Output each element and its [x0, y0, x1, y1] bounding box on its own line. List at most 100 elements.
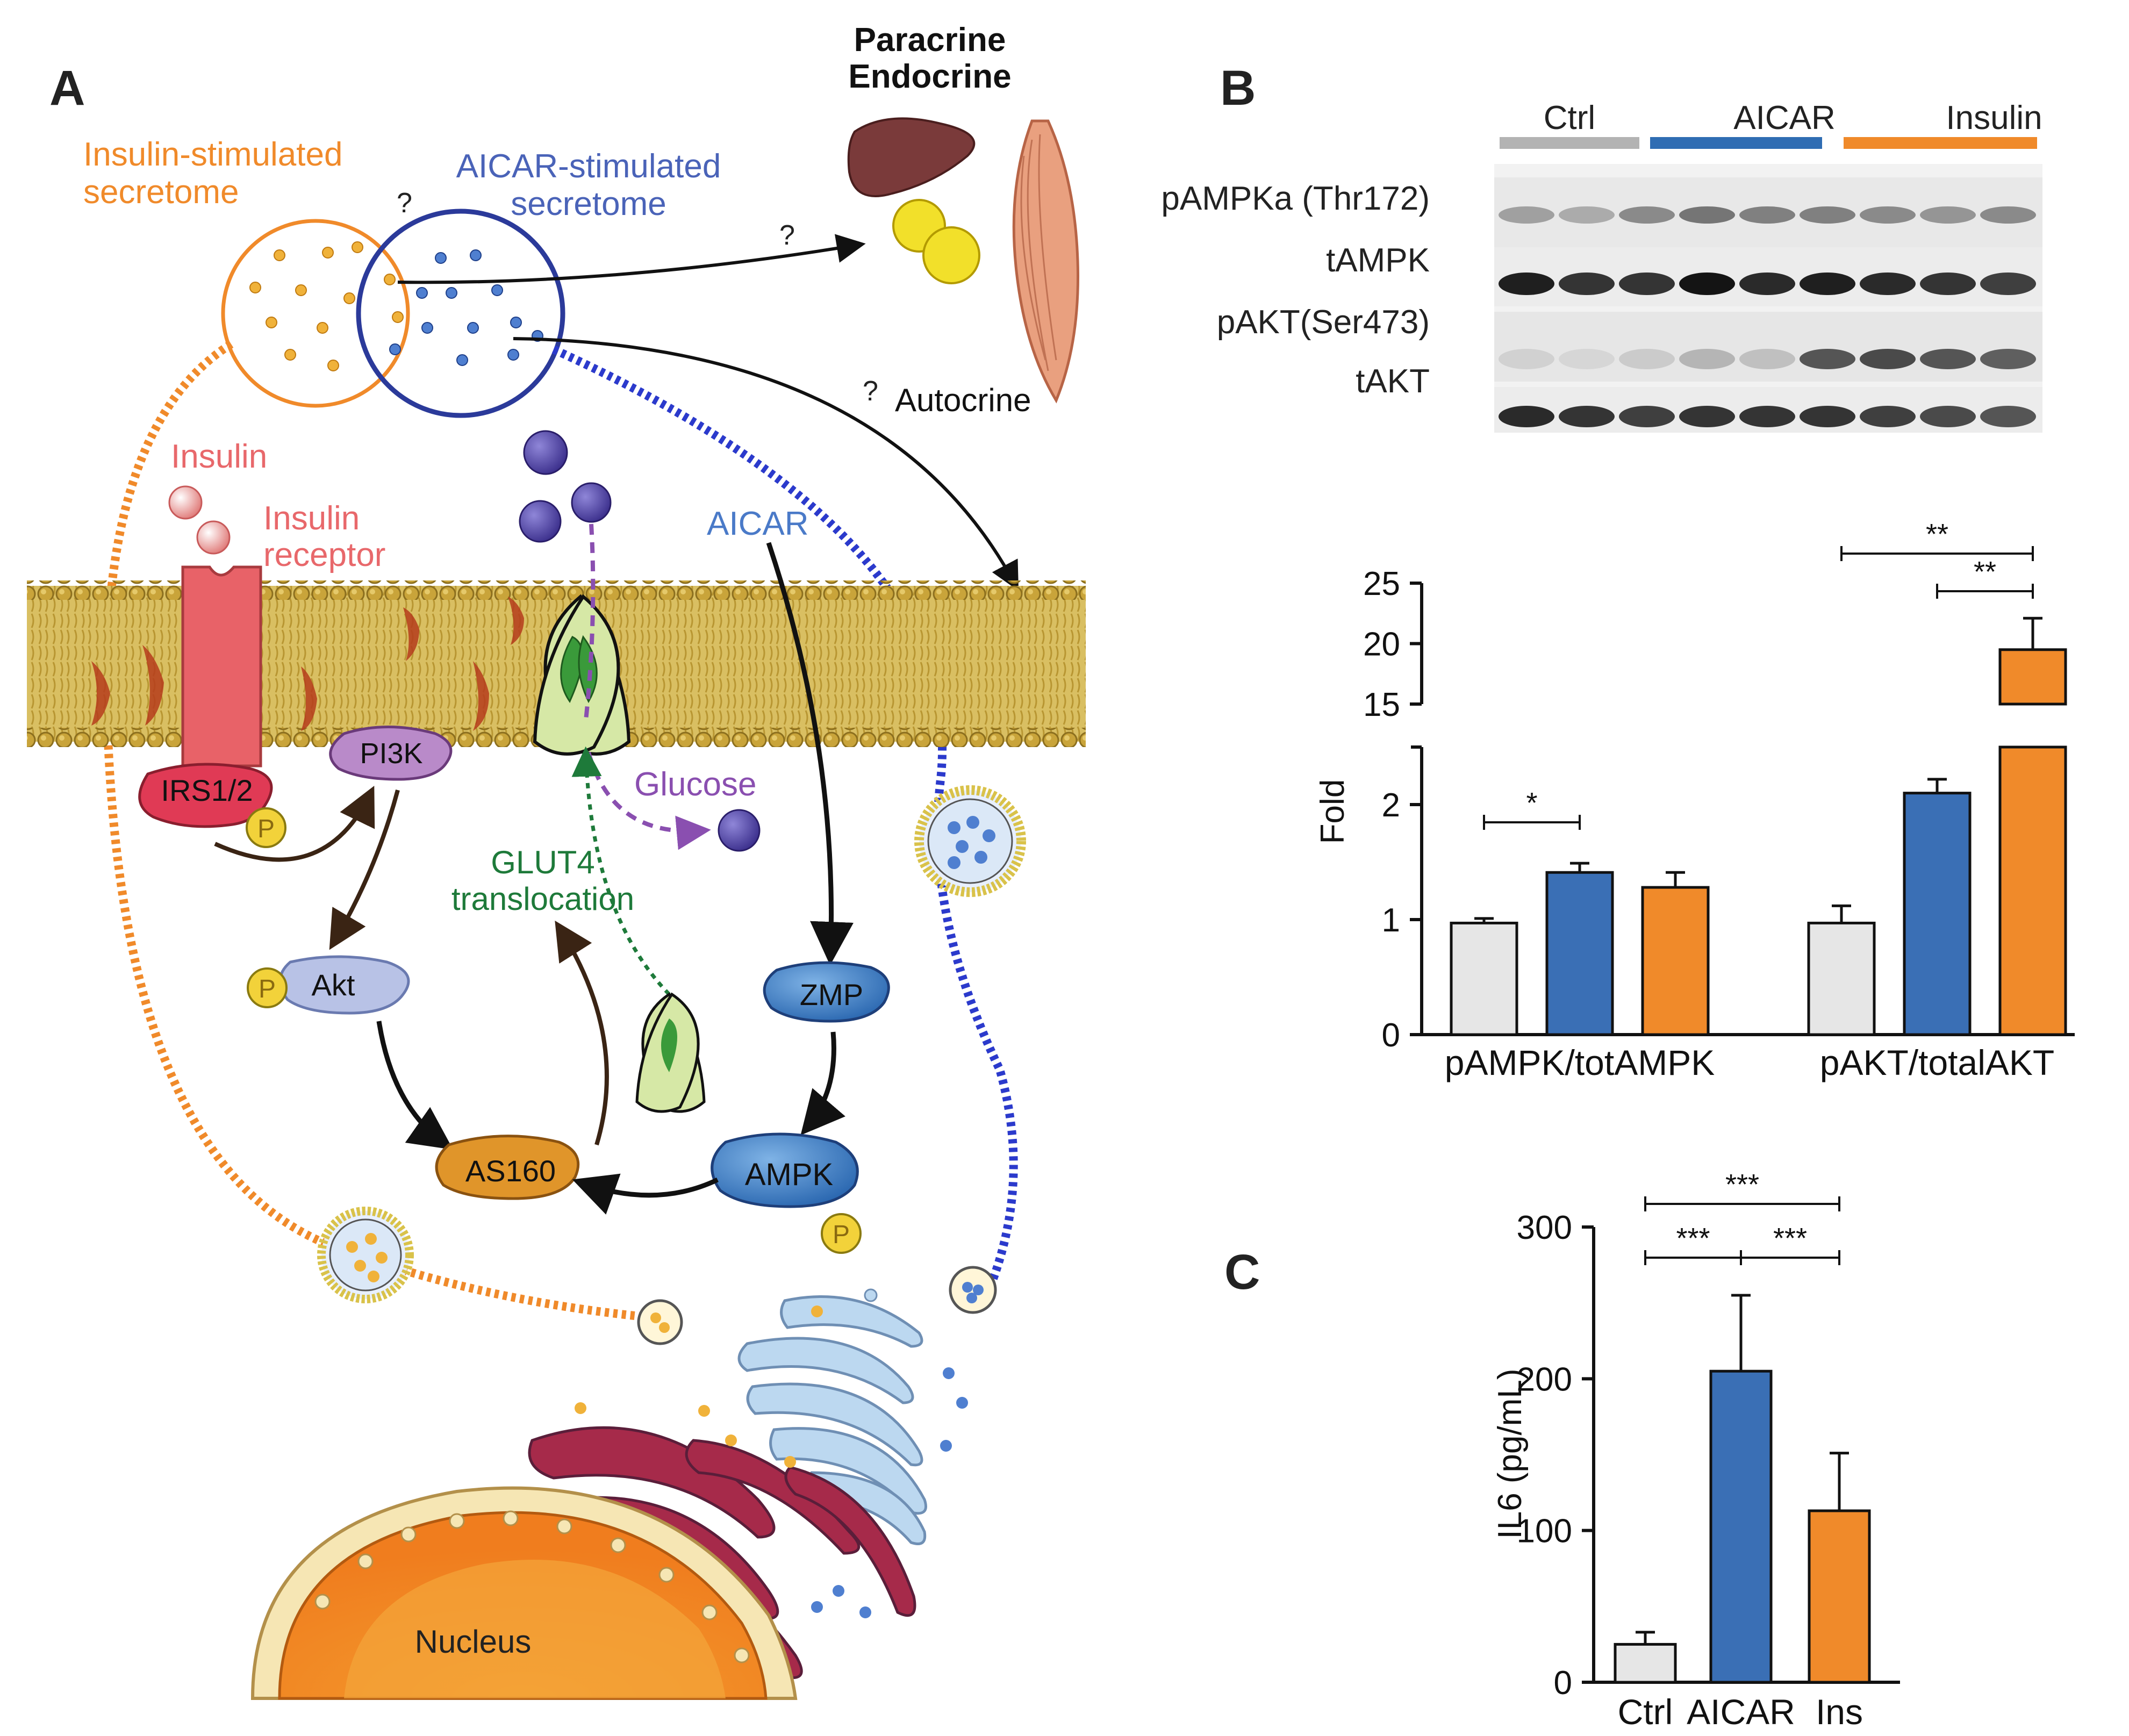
- irs-phospho-label: P: [257, 815, 275, 843]
- panel-b-label: B: [1220, 61, 1256, 116]
- wb-band: [1559, 206, 1615, 224]
- bar: [1614, 1642, 1677, 1684]
- akt-phospho: [247, 967, 288, 1008]
- question-mark-paracrine: ?: [779, 220, 795, 251]
- wb-band: [1739, 206, 1795, 224]
- wb-group-bar: [1650, 137, 1822, 149]
- insulin-molecule-2: [196, 520, 231, 555]
- panel-a-label: A: [49, 61, 85, 116]
- wb-band: [1739, 349, 1795, 369]
- wb-row-label: tAMPK: [1326, 242, 1430, 279]
- bar: [1807, 921, 1876, 1036]
- wb-band: [1800, 272, 1855, 295]
- akt-to-as160-arrow: [376, 1021, 454, 1150]
- question-mark-autocrine: ?: [863, 376, 878, 407]
- paracrine-line2: Endocrine: [848, 58, 1011, 95]
- x-category-label: Ins: [1816, 1692, 1863, 1732]
- significance-label: **: [1926, 518, 1948, 550]
- glut4-vesicle-icon: [635, 992, 706, 1113]
- panel-c: C: [1224, 1245, 1260, 1300]
- insulin-secretome-line1: Insulin-stimulated: [83, 136, 342, 173]
- glucose-label: Glucose: [634, 766, 756, 803]
- orange-vesicle-small: [637, 1299, 683, 1345]
- wb-group-bar: [1500, 137, 1639, 149]
- wb-band: [1619, 406, 1675, 427]
- aicar-secretome-line2: secretome: [511, 185, 666, 223]
- glucose-entry-path: [584, 523, 596, 721]
- pi3k-protein: [329, 726, 453, 781]
- wb-group-label: AICAR: [1733, 99, 1835, 137]
- nucleus-label: Nucleus: [415, 1624, 532, 1660]
- glut4-translocation-arrow: [571, 746, 671, 996]
- significance-label: *: [1526, 787, 1537, 819]
- wb-group-label: Insulin: [1946, 99, 2042, 137]
- autocrine-label: Autocrine: [895, 382, 1031, 418]
- insulin-molecule-1: [168, 485, 203, 520]
- akt-phospho-label: P: [259, 975, 276, 1003]
- pi3k-to-akt-arrow: [329, 789, 400, 950]
- pi3k-label: PI3K: [360, 737, 422, 770]
- x-category-label: pAKT/totalAKT: [1820, 1043, 2055, 1082]
- ampk-to-as160-arrow: [572, 1173, 719, 1215]
- muscle-icon: [1012, 119, 1079, 404]
- wb-band: [1559, 272, 1615, 295]
- wb-band: [1679, 206, 1735, 224]
- wb-band: [1920, 406, 1976, 427]
- y-tick-label: 0: [1554, 1665, 1572, 1702]
- irs-phospho: [246, 807, 286, 848]
- zmp-protein: [763, 961, 890, 1023]
- as160-protein: [435, 1135, 580, 1200]
- as160-to-glut4-arrow: [555, 920, 609, 1146]
- golgi-vesicles: [811, 1288, 968, 1452]
- wb-band: [1980, 349, 2036, 369]
- glut4-line1: GLUT4: [491, 844, 594, 880]
- y-axis-label: IL6 (pg/mL): [1492, 1368, 1529, 1539]
- y-tick-label: 100: [1517, 1513, 1572, 1550]
- aicar-secretome-circle: [356, 209, 565, 418]
- aicar-secretome-line1: AICAR-stimulated: [456, 148, 721, 185]
- glucose-molecule-3: [571, 482, 612, 523]
- y-tick-label: 0: [1382, 1017, 1400, 1054]
- wb-band: [1679, 272, 1735, 295]
- wb-band: [1619, 349, 1675, 369]
- insulin-secretome-line2: secretome: [83, 174, 239, 211]
- wb-band: [1679, 406, 1735, 427]
- paracrine-line1: Paracrine: [854, 21, 1006, 59]
- bar-lower-segment: [1998, 745, 2067, 1036]
- y-tick-label: 2: [1382, 787, 1400, 824]
- irs-to-pi3k-arrow: [214, 786, 375, 862]
- liver-icon: [847, 117, 976, 197]
- insulin-receptor-icon: [181, 565, 262, 767]
- wb-band: [1619, 272, 1675, 295]
- y-tick-label: 25: [1363, 565, 1400, 602]
- question-mark-top: ?: [397, 188, 412, 219]
- ampk-label: AMPK: [745, 1157, 834, 1192]
- wb-band: [1499, 349, 1554, 369]
- y-tick-label: 300: [1517, 1209, 1572, 1246]
- zmp-to-ampk-arrow: [800, 1031, 845, 1136]
- akt-protein: [278, 955, 410, 1015]
- wb-band: [1980, 206, 2036, 224]
- wb-row-label: pAKT(Ser473): [1217, 304, 1430, 341]
- y-tick-label: 20: [1363, 626, 1400, 663]
- panel-c-label: C: [1224, 1245, 1260, 1300]
- significance-label: ***: [1773, 1222, 1807, 1254]
- bar: [1808, 1509, 1871, 1684]
- aicar-label: AICAR: [707, 505, 808, 542]
- bar: [1903, 792, 1972, 1036]
- significance-label: ***: [1725, 1168, 1759, 1201]
- y-tick-label: 15: [1363, 686, 1400, 723]
- y-tick-label: 200: [1517, 1361, 1572, 1398]
- wb-band: [1920, 272, 1976, 295]
- blue-vesicle-small: [949, 1266, 997, 1314]
- wb-band: [1559, 349, 1615, 369]
- er-ribosomes-blue: [811, 1585, 871, 1618]
- x-category-label: AICAR: [1687, 1692, 1795, 1732]
- wb-group-bar: [1844, 137, 2037, 149]
- wb-band: [1920, 349, 1976, 369]
